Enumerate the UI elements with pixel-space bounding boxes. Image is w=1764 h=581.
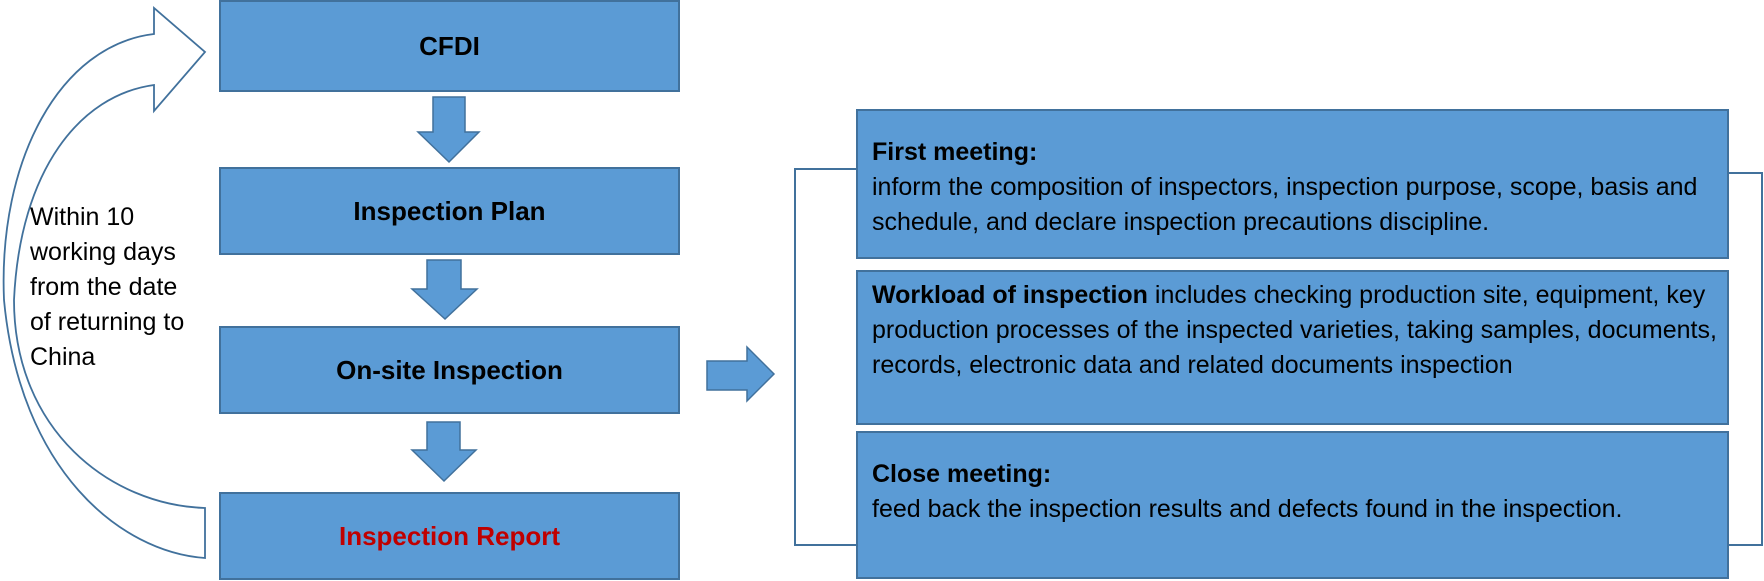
return-note-line: China <box>30 343 96 371</box>
detail-close-meeting: Close meeting: feed back the inspection … <box>856 431 1729 579</box>
step-inspection-plan: Inspection Plan <box>219 167 680 255</box>
step-label: Inspection Report <box>338 520 560 551</box>
detail-body: includes checking production site, equip… <box>872 281 1724 379</box>
down-arrow-icon-1 <box>416 96 481 164</box>
return-note: Within 10 working days from the date of … <box>30 200 220 375</box>
detail-workload: Workload of inspection includes checking… <box>856 270 1729 425</box>
step-label: CFDI <box>419 30 480 61</box>
step-on-site-inspection: On-site Inspection <box>219 326 680 414</box>
return-note-line: Within 10 <box>30 203 135 231</box>
return-curved-arrow-icon <box>2 6 207 559</box>
detail-heading: Close meeting: <box>872 460 1052 488</box>
down-arrow-icon-3 <box>410 421 478 483</box>
detail-heading: Workload of inspection <box>872 281 1148 309</box>
detail-first-meeting: First meeting: inform the composition of… <box>856 109 1729 259</box>
down-arrow-icon-2 <box>410 259 479 321</box>
step-label: Inspection Plan <box>353 195 546 226</box>
left-bracket <box>794 168 856 546</box>
step-cfdi: CFDI <box>219 0 680 92</box>
right-bracket <box>1729 172 1763 546</box>
return-note-line: from the date <box>30 273 178 301</box>
right-arrow-icon <box>706 345 776 403</box>
detail-body: inform the composition of inspectors, in… <box>872 173 1698 236</box>
detail-heading: First meeting: <box>872 138 1038 166</box>
step-inspection-report: Inspection Report <box>219 492 680 580</box>
return-note-line: working days <box>30 238 176 266</box>
step-label: On-site Inspection <box>336 354 563 385</box>
return-note-line: of returning to <box>30 308 185 336</box>
detail-body: feed back the inspection results and def… <box>872 495 1623 523</box>
